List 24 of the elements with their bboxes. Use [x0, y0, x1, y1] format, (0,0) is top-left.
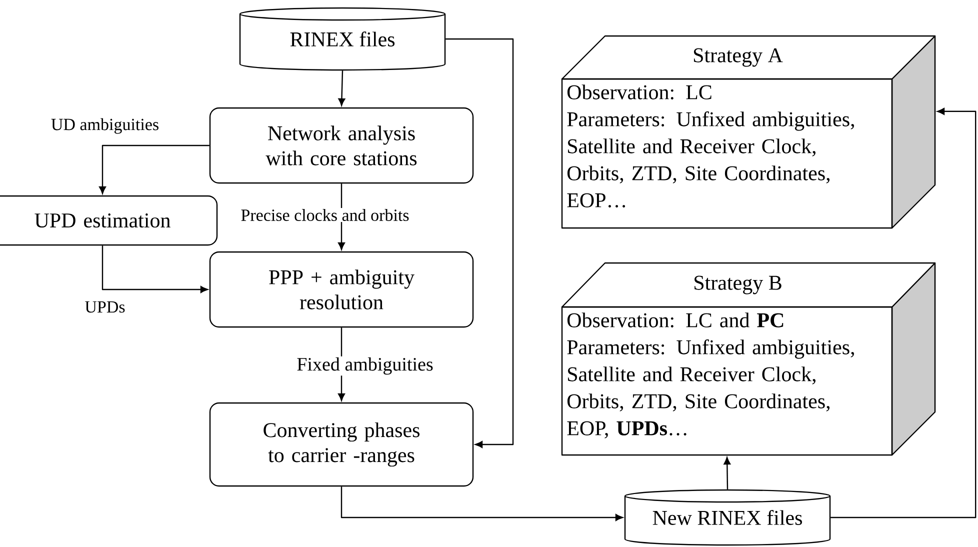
process-box: Converting phases to carrier -ranges — [209, 402, 474, 487]
edge-label: UD ambiguities — [50, 117, 160, 135]
node-label: New RINEX files — [652, 510, 802, 525]
arrow — [99, 144, 210, 194]
process-box: PPP + ambiguity resolution — [209, 251, 474, 328]
edge-label: Precise clocks and orbits — [240, 208, 410, 222]
strategy-block: Strategy A Observation: LC Parameters: Unfixed ambiguities, Satellite and Receiver Clock, Orbits, ZTD, Site Coordinates, EOP… — [561, 35, 936, 229]
node-label: RINEX files — [290, 32, 395, 46]
process-box: UPD estimation — [0, 195, 218, 246]
arrow — [338, 184, 345, 250]
arrow — [340, 486, 623, 521]
arrow — [338, 70, 346, 106]
arrow — [102, 246, 208, 293]
arrow — [724, 457, 731, 490]
edge-label: Fixed ambiguities — [296, 356, 434, 376]
node-label: Strategy B — [694, 276, 782, 294]
node-label: Strategy A — [694, 48, 783, 67]
strategy-block: Strategy B Observation: LC and PC Parameters: Unfixed ambiguities, Satellite and Receiver Clock, Orbits, ZTD, Site Coordinates, EOP, UPDs… — [561, 262, 936, 456]
arrow — [830, 108, 976, 518]
database-cylinder: RINEX files — [239, 7, 446, 71]
process-box: Network analysis with core stations — [209, 107, 474, 184]
database-cylinder: New RINEX files — [624, 489, 831, 546]
edge-label: UPDs — [84, 300, 126, 314]
arrow — [446, 38, 514, 448]
